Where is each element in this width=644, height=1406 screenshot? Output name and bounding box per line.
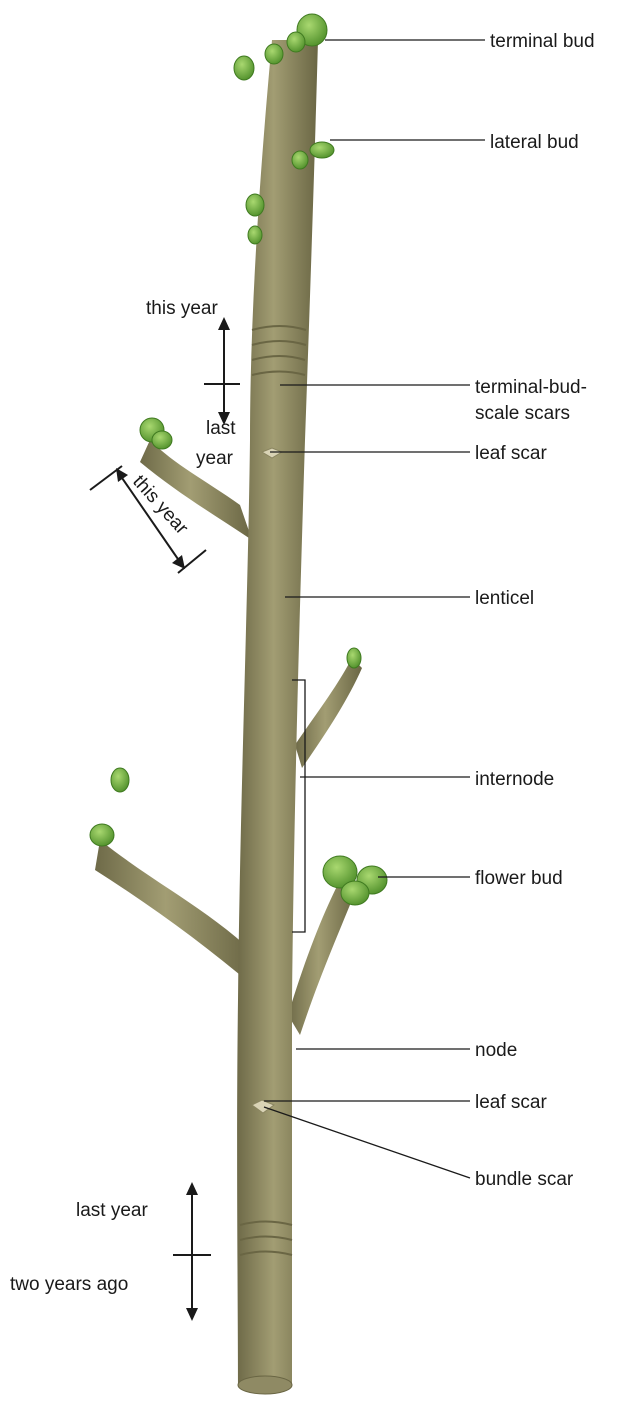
label-leaf-scar-upper: leaf scar: [475, 443, 547, 464]
cut-end: [238, 1376, 292, 1394]
label-bottom-last-year: last year: [76, 1200, 148, 1221]
label-bundle-scar: bundle scar: [475, 1169, 574, 1190]
label-top-last-line1: last: [206, 418, 236, 439]
label-internode: internode: [475, 769, 554, 790]
buds: [90, 14, 387, 905]
label-terminal-bud-scale-scars-1: terminal-bud-: [475, 377, 587, 398]
lower-right-branch: [288, 880, 356, 1035]
label-terminal-bud-scale-scars-2: scale scars: [475, 403, 570, 424]
lateral-bud-shape: [310, 142, 334, 158]
label-lenticel: lenticel: [475, 588, 534, 609]
label-terminal-bud: terminal bud: [490, 31, 595, 52]
label-bottom-two-years-ago: two years ago: [10, 1274, 128, 1295]
label-lateral-bud: lateral bud: [490, 132, 579, 153]
lower-left-branch: [95, 840, 252, 985]
main-stem: [237, 40, 318, 1385]
label-leaf-scar-lower: leaf scar: [475, 1092, 547, 1113]
label-top-last-line2: year: [196, 448, 234, 469]
twig-illustration: [90, 14, 387, 1394]
growth-labels: this year last year this year last year …: [10, 298, 236, 1295]
label-top-this-year: this year: [146, 298, 218, 319]
part-labels: terminal bud lateral bud terminal-bud- s…: [475, 31, 595, 1190]
label-flower-bud: flower bud: [475, 868, 563, 889]
label-node: node: [475, 1040, 517, 1061]
